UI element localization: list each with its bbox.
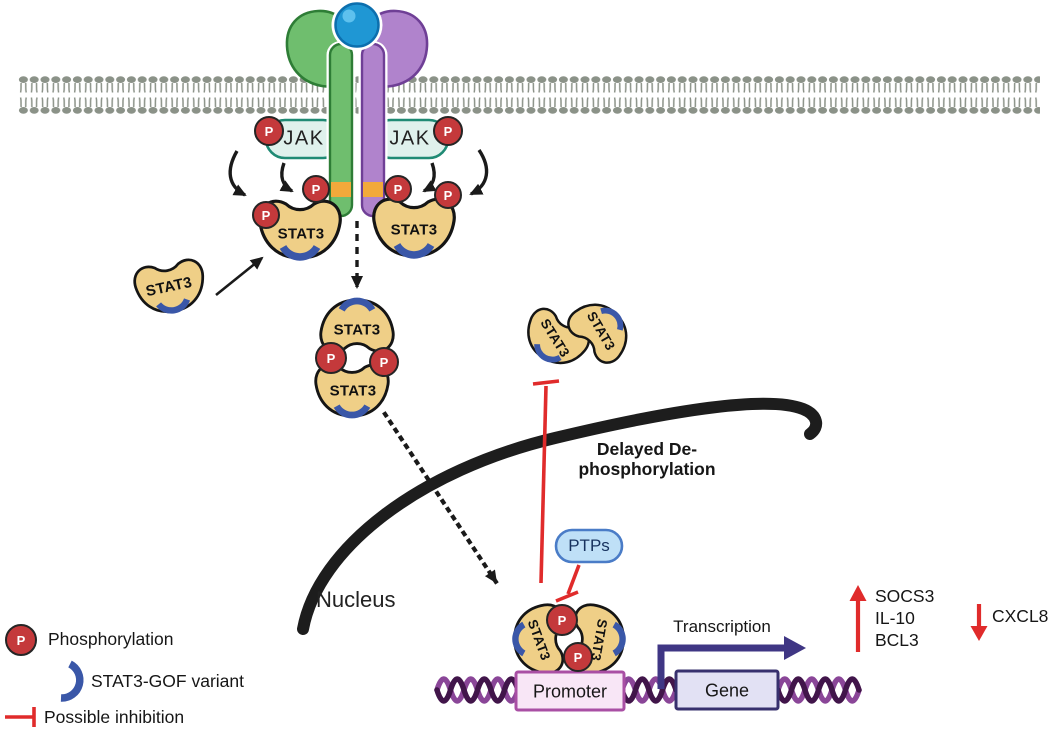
jak-right-label: JAK (389, 127, 431, 150)
arrow-stat3-recruitment (215, 256, 264, 297)
p-glyph: P (261, 207, 271, 223)
arrow-jak-right-inner (422, 162, 437, 193)
expression-arrows (849, 585, 988, 652)
promoter-label: Promoter (532, 681, 608, 702)
p-glyph: P (379, 354, 389, 370)
phosphosite-band-left (331, 182, 351, 197)
gene-bcl3: BCL3 (875, 630, 919, 650)
p-glyph: P (573, 649, 583, 665)
ptps-enzyme (554, 528, 624, 564)
legend-symbols (5, 660, 84, 727)
delayed-dephosphorylation-label: Delayed De- phosphorylation (552, 439, 742, 479)
legend-gof-variant-label: STAT3-GOF variant (91, 671, 244, 691)
phospho-p-badge: P (546, 604, 578, 636)
legend-inhibition-label: Possible inhibition (44, 707, 185, 727)
stat3-label-receptor-right: STAT3 (390, 221, 438, 239)
ptps-inhibit-cross (555, 590, 579, 603)
stat3-label-receptor-left: STAT3 (277, 225, 325, 243)
gene-il10: IL-10 (875, 608, 915, 628)
phospho-p-badge: P (315, 342, 347, 374)
ptps-inhibit-line (566, 564, 581, 595)
p-glyph: P (393, 181, 403, 197)
downregulated-gene-cxcl8: CXCL8 (992, 606, 1049, 626)
stat3-label-dimer-top: STAT3 (333, 321, 381, 339)
p-glyph: P (264, 123, 274, 139)
delayed-line2: phosphorylation (578, 459, 716, 479)
gene-label: Gene (704, 680, 750, 701)
phospho-p-badge: P (254, 116, 284, 146)
jak-left-label: JAK (283, 127, 325, 150)
tbar-top-cross (532, 379, 560, 386)
phospho-p-badge: P (433, 116, 463, 146)
up-arrow-head (849, 585, 867, 601)
p-glyph: P (443, 123, 453, 139)
transcription-arrow (657, 636, 806, 689)
p-glyph: P (326, 350, 336, 366)
nucleus-envelope (297, 397, 823, 635)
arrow-jak-left-outer (228, 150, 247, 197)
p-glyph: P (16, 632, 26, 648)
delayed-line1: Delayed De- (596, 439, 698, 459)
gene-socs3: SOCS3 (875, 586, 935, 606)
down-arrow-head (970, 626, 988, 641)
gof-variant-arc-icon (60, 660, 84, 702)
phospho-p-badge: P (302, 175, 330, 203)
phospho-p-badge: P (563, 642, 593, 672)
p-glyph: P (311, 181, 321, 197)
transcription-label: Transcription (673, 617, 771, 636)
legend-phospho-p-badge: P (5, 624, 37, 656)
stat3-label-dimer-bottom: STAT3 (329, 382, 377, 400)
gene-box (674, 669, 780, 711)
phosphorylation-arrows (215, 149, 499, 585)
inhibition-lines (532, 379, 581, 603)
phospho-p-badge: P (384, 175, 412, 203)
ligand-highlight (342, 9, 356, 23)
arrow-jak-left-inner (279, 162, 294, 193)
upregulated-genes-list: SOCS3 IL-10 BCL3 (875, 585, 934, 651)
phosphosite-band-right (363, 182, 383, 197)
phospho-p-badge: P (369, 347, 399, 377)
dna-helix (434, 676, 862, 704)
p-glyph: P (443, 187, 453, 203)
cytokine-ligand (334, 2, 380, 48)
promoter-box (514, 670, 626, 712)
phospho-p-badge: P (434, 181, 462, 209)
phospho-p-badge: P (252, 201, 280, 229)
legend-phosphorylation-label: Phosphorylation (48, 629, 174, 649)
arrow-jak-right-outer (469, 149, 489, 196)
tbar-long-line (539, 385, 548, 584)
p-glyph: P (557, 612, 567, 628)
nucleus-label: Nucleus (316, 587, 396, 612)
ptps-label: PTPs (568, 536, 610, 555)
cell-membrane (18, 75, 1040, 115)
